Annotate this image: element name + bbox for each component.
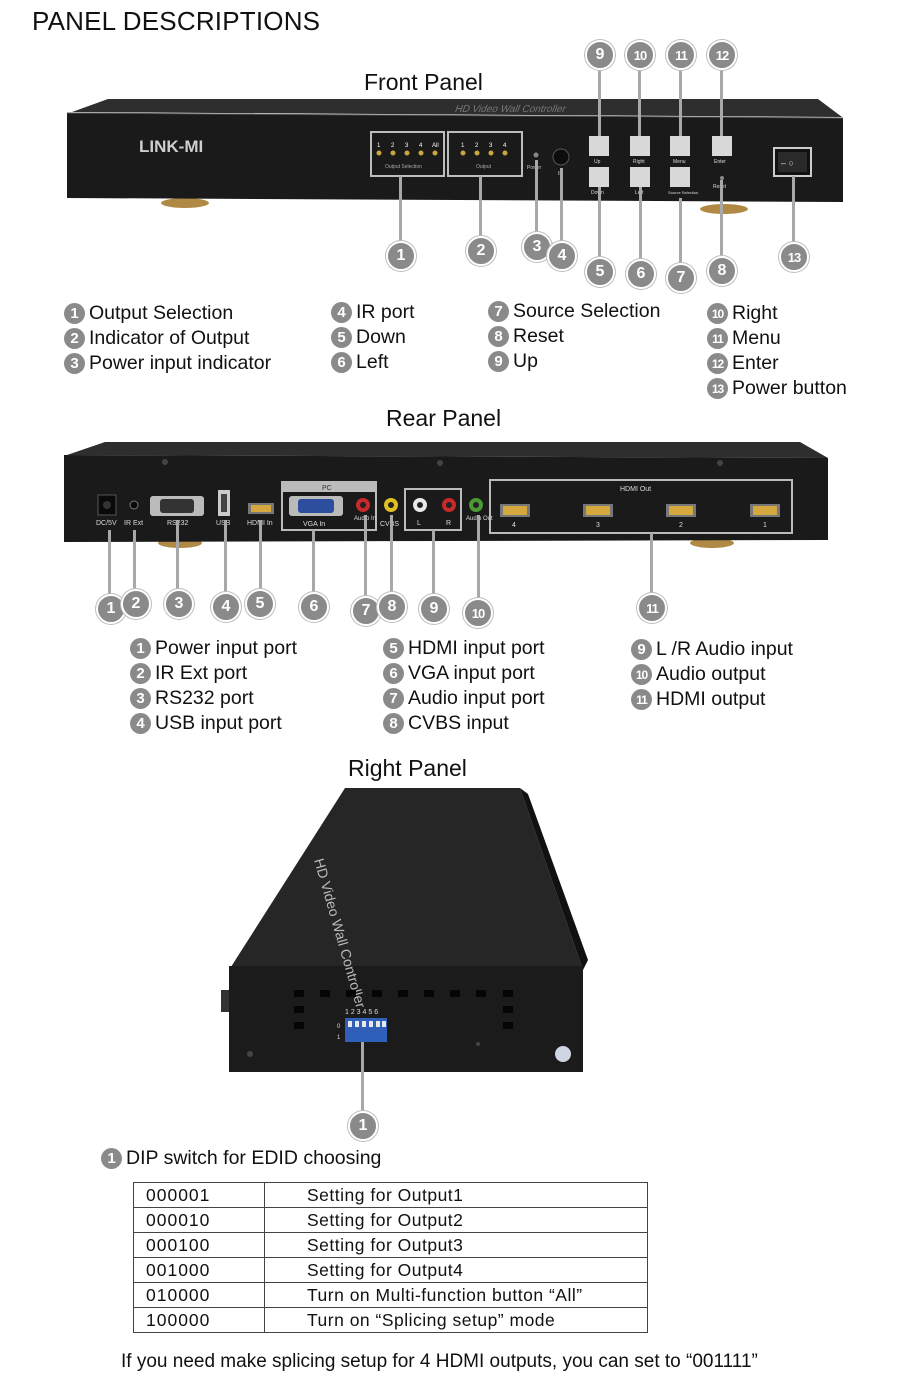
svg-text:– ○: – ○ [781,158,794,168]
rear-callout-2: 2 [121,589,151,619]
right-callout-1: 1 [348,1111,378,1141]
svg-text:R: R [446,520,451,527]
output-indicator-box [447,131,523,177]
svg-text:Right: Right [633,159,645,165]
down-button [589,167,609,187]
svg-text:3: 3 [596,522,600,529]
rear-callout-4: 4 [211,592,241,622]
right-button [630,136,650,156]
rear-callout-11: 11 [637,593,667,623]
svg-text:3: 3 [405,143,409,149]
left-button [630,167,650,187]
page-title: PANEL DESCRIPTIONS [32,6,321,36]
rear-callout-10: 10 [463,598,493,628]
svg-text:Source Selection: Source Selection [668,190,698,195]
right-panel-device: HD Video Wall Controller 1 2 3 4 5 6 0 1 [221,788,588,1072]
svg-text:HDMI Out: HDMI Out [620,486,651,493]
menu-button [670,136,690,156]
front-callout-9: 9 [585,40,615,70]
svg-text:0: 0 [337,1024,341,1030]
svg-text:1: 1 [461,143,465,149]
svg-text:Up: Up [594,159,601,165]
front-callout-2: 2 [466,236,496,266]
svg-text:2: 2 [391,143,395,149]
svg-text:Power: Power [527,165,542,171]
svg-text:Reset: Reset [713,184,727,190]
front-callout-8: 8 [707,256,737,286]
svg-text:USB: USB [216,520,231,527]
rear-callout-3: 3 [164,589,194,619]
svg-text:VGA In: VGA In [303,521,325,528]
svg-text:Output: Output [476,164,492,170]
svg-text:Output Selection: Output Selection [385,164,422,170]
svg-text:L: L [417,520,421,527]
front-callout-6: 6 [626,259,656,289]
front-callout-5: 5 [585,257,615,287]
rear-callout-9: 9 [419,594,449,624]
front-callout-7: 7 [666,263,696,293]
svg-text:3: 3 [489,143,493,149]
front-callout-11: 11 [666,40,696,70]
svg-text:1: 1 [337,1035,341,1041]
rear-callout-8: 8 [377,592,407,622]
front-panel-device: HD Video Wall Controller LINK-MI 1 2 3 4… [66,99,844,214]
front-callout-13: 13 [779,242,809,272]
front-top-label: HD Video Wall Controller [453,104,568,115]
svg-text:Enter: Enter [714,159,726,165]
svg-text:4: 4 [419,143,423,149]
front-callout-12: 12 [707,40,737,70]
rear-panel-device: DC/5V IR Ext RS232 USB HDMI In PC VGA In… [64,442,828,548]
brand-logo: LINK-MI [139,137,203,156]
front-callout-1: 1 [386,241,416,271]
right-panel-heading: Right Panel [348,755,467,781]
source-selection-button [670,167,690,187]
reset-hole [720,176,724,180]
svg-text:PC: PC [322,485,332,492]
svg-text:2: 2 [475,143,479,149]
svg-text:1: 1 [763,522,767,529]
svg-text:4: 4 [512,522,516,529]
svg-text:All: All [432,143,439,149]
front-callout-4: 4 [547,241,577,271]
up-button [589,136,609,156]
enter-button [712,136,732,156]
svg-text:4: 4 [503,143,507,149]
svg-text:1 2 3 4 5 6: 1 2 3 4 5 6 [345,1009,378,1016]
rear-panel-heading: Rear Panel [386,405,502,431]
rear-callout-5: 5 [245,589,275,619]
svg-text:2: 2 [679,522,683,529]
svg-text:IR Ext: IR Ext [124,520,143,527]
svg-text:Down: Down [591,190,604,196]
svg-text:CVBS: CVBS [380,521,399,528]
svg-text:DC/5V: DC/5V [96,520,117,527]
svg-text:Menu: Menu [673,159,686,165]
svg-text:1: 1 [377,143,381,149]
rear-callout-6: 6 [299,592,329,622]
front-panel-heading: Front Panel [364,69,483,95]
rear-callout-7: 7 [351,596,381,626]
splicing-note: If you need make splicing setup for 4 HD… [121,1351,758,1372]
output-selection-box [370,131,445,177]
front-callout-10: 10 [625,40,655,70]
